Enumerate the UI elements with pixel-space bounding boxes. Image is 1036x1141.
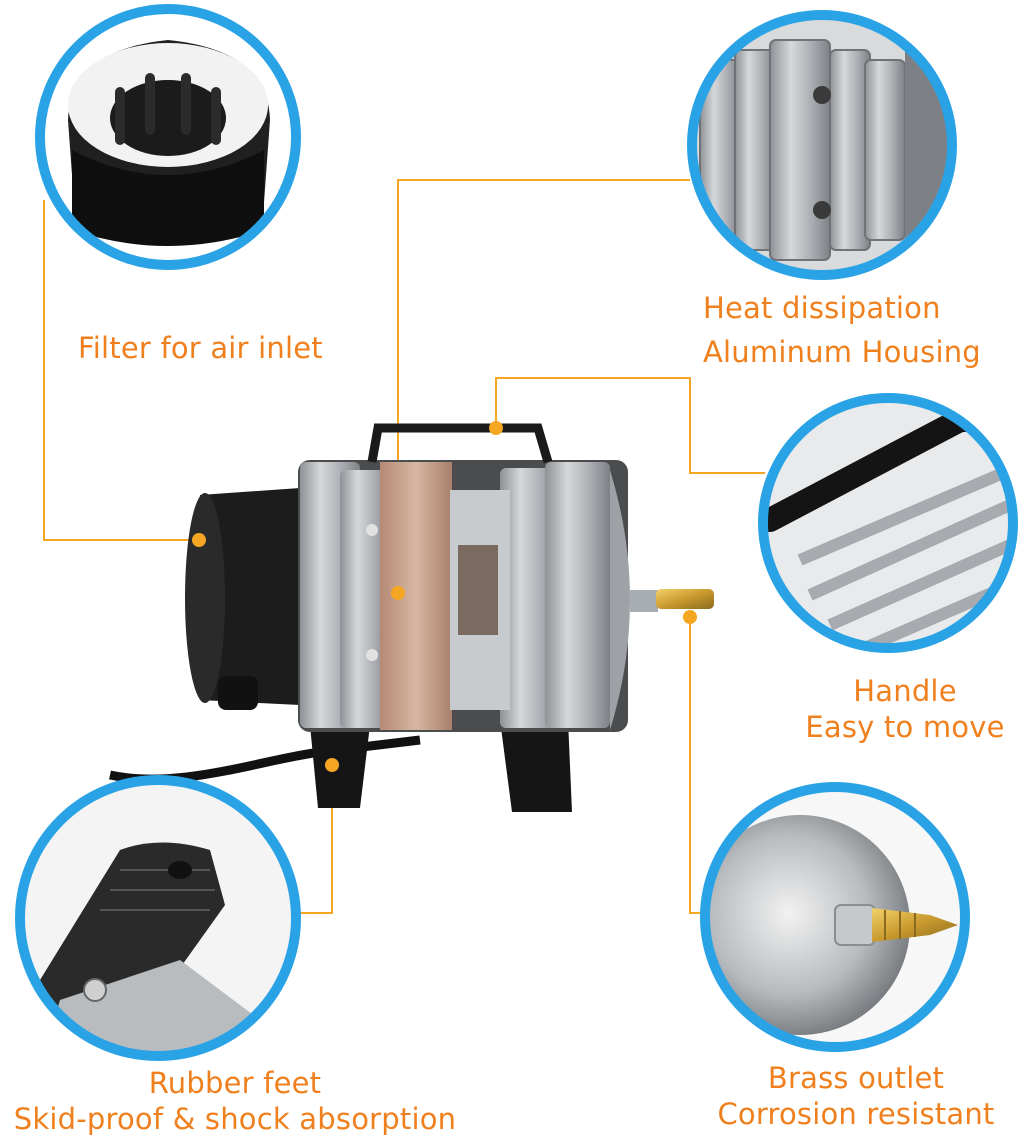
- filter-callout-line: [43, 200, 199, 541]
- handle-label: Handle Easy to move: [800, 673, 1010, 745]
- filter-detail-image: [40, 9, 296, 265]
- outlet-label-line-2: Corrosion resistant: [717, 1097, 995, 1131]
- heat-label: Heat dissipation Aluminum Housing: [703, 290, 981, 370]
- feet-label-line-2: Skid-proof & shock absorption: [13, 1102, 457, 1136]
- heat-callout-dot: [391, 586, 405, 600]
- handle-callout-line: [495, 377, 765, 474]
- callout-lines: [43, 179, 765, 914]
- handle-callout-dot: [489, 421, 503, 435]
- heat-label-line-1: Heat dissipation: [703, 291, 941, 325]
- feet-label-line-1: Rubber feet: [148, 1066, 322, 1100]
- filter-callout-dot: [192, 533, 206, 547]
- heat-label-line-2: Aluminum Housing: [703, 335, 981, 369]
- feet-callout-dot: [325, 758, 339, 772]
- heat-detail-image: [692, 15, 952, 275]
- compressor-pump-image: [109, 423, 714, 812]
- handle-label-line-2: Easy to move: [805, 710, 1005, 744]
- feet-callout-line: [295, 765, 333, 914]
- handle-label-line-1: Handle: [853, 674, 957, 708]
- heat-callout-line: [397, 179, 690, 593]
- filter-label: Filter for air inlet: [78, 330, 323, 366]
- outlet-callout-dot: [683, 610, 697, 624]
- outlet-detail-image: [705, 787, 965, 1047]
- outlet-label-line-1: Brass outlet: [767, 1061, 945, 1095]
- feet-label: Rubber feet Skid-proof & shock absorptio…: [0, 1065, 470, 1137]
- callout-dots: [192, 421, 697, 772]
- filter-label-line-1: Filter for air inlet: [78, 331, 323, 365]
- outlet-label: Brass outlet Corrosion resistant: [706, 1060, 1006, 1132]
